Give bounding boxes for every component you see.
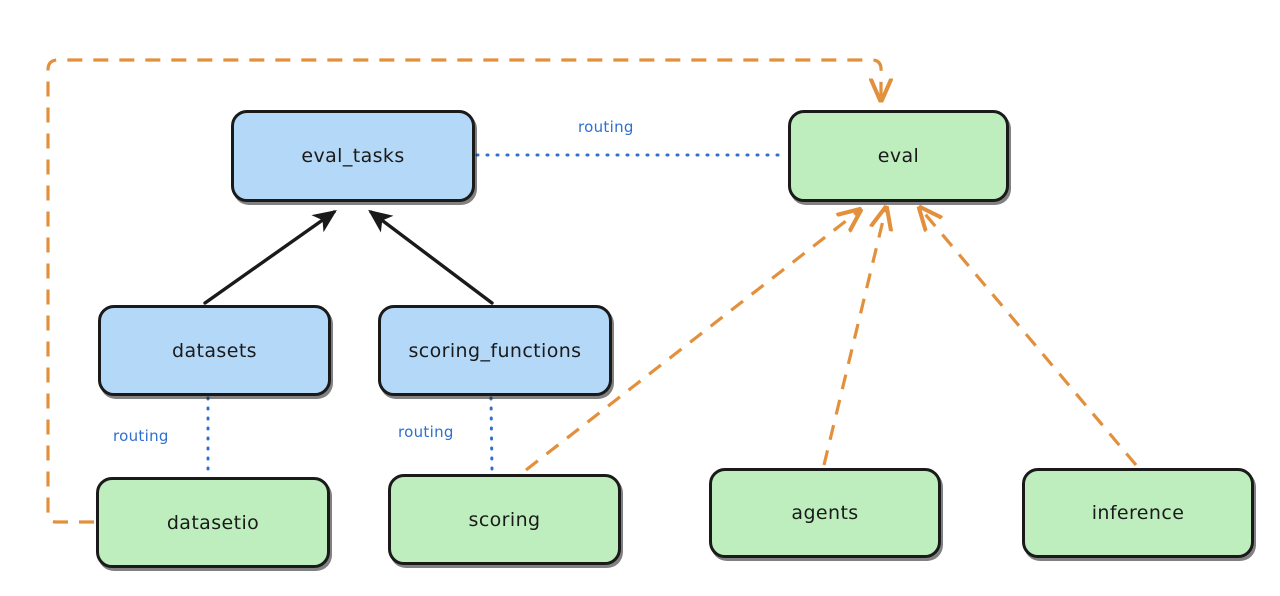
edge-scoring_functions-to-eval_tasks xyxy=(368,209,494,305)
edge-inference-to-eval xyxy=(920,208,1138,467)
node-eval[interactable]: eval xyxy=(788,110,1009,202)
node-scoring_functions[interactable]: scoring_functions xyxy=(378,305,612,396)
edge-datasets-to-eval_tasks xyxy=(203,209,337,305)
edge-datasetio-to-eval xyxy=(46,58,881,524)
node-agents[interactable]: agents xyxy=(709,468,941,558)
node-datasets[interactable]: datasets xyxy=(98,305,331,396)
node-scoring[interactable]: scoring xyxy=(388,474,621,565)
edge-label-routing-eval_tasks-eval: routing xyxy=(578,118,634,136)
node-datasetio[interactable]: datasetio xyxy=(96,477,330,568)
node-scoring-label: scoring xyxy=(468,508,541,531)
edge-agents-to-eval xyxy=(822,208,886,466)
edge-label-routing-datasets-datasetio: routing xyxy=(113,427,169,445)
edge-label-routing-scoring_functions-scoring: routing xyxy=(398,423,454,441)
node-eval_tasks-label: eval_tasks xyxy=(301,145,405,167)
node-eval_tasks[interactable]: eval_tasks xyxy=(231,110,475,202)
node-datasets-label: datasets xyxy=(172,339,257,362)
edge-scoring_functions-to-scoring xyxy=(489,396,494,474)
node-datasetio-label: datasetio xyxy=(166,511,260,534)
node-inference[interactable]: inference xyxy=(1022,468,1254,558)
node-agents-label: agents xyxy=(791,502,859,524)
node-inference-label: inference xyxy=(1091,502,1185,524)
edge-scoring-to-eval xyxy=(525,210,860,472)
node-scoring_functions-label: scoring_functions xyxy=(408,339,582,362)
node-eval-label: eval xyxy=(877,145,920,167)
